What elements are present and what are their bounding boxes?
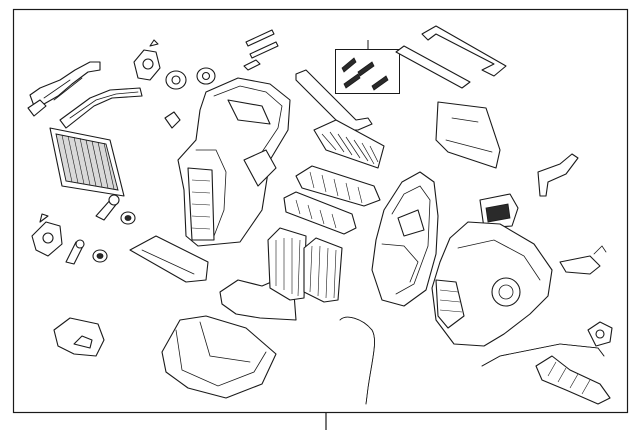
foam-block	[435, 101, 501, 169]
hvac-case-center	[371, 171, 439, 307]
connector-module	[53, 317, 105, 357]
support-bracket	[537, 153, 579, 197]
seal-strip-right	[395, 45, 471, 89]
aspirator-tube	[481, 343, 605, 367]
duct-hose	[535, 355, 611, 405]
diagram-frame	[12, 8, 629, 414]
hvac-case-left	[177, 77, 291, 247]
mode-door-1	[295, 165, 381, 207]
evaporator-temp-sensor	[313, 119, 385, 169]
clip-small	[164, 111, 181, 129]
heater-pipes	[59, 87, 143, 129]
seal-frame-top	[421, 25, 507, 77]
lower-case	[161, 315, 277, 399]
seal-strips-top	[243, 29, 279, 71]
mode-door-2	[283, 191, 357, 235]
mode-actuator	[133, 39, 161, 81]
grommet-1	[165, 70, 187, 90]
blend-doors	[267, 227, 343, 303]
heater-pipe-bracket	[27, 61, 101, 117]
blower-connector	[587, 321, 613, 347]
blower-case	[431, 193, 553, 347]
heater-core	[49, 127, 125, 197]
door-lever	[95, 194, 120, 221]
wire-harness-clip	[559, 245, 607, 275]
bushing-2	[92, 249, 108, 263]
link-arm	[65, 239, 85, 265]
drain-hose	[339, 316, 375, 405]
temp-actuator	[31, 213, 63, 257]
filter-kit-box	[335, 40, 400, 94]
grommet-2	[196, 67, 216, 85]
air-duct	[129, 235, 209, 283]
bushing-1	[120, 211, 136, 225]
seal-strip-long	[295, 69, 373, 131]
